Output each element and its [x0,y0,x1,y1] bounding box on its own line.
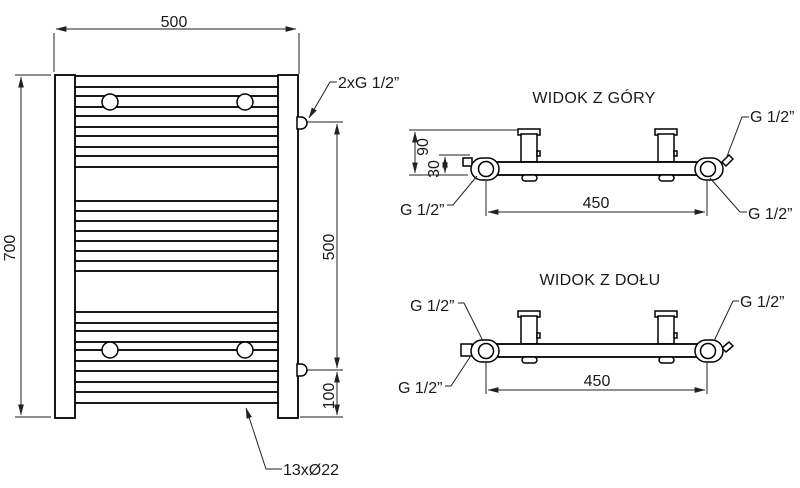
leader-g12 [458,302,484,342]
tube [73,75,281,88]
front-view: 500 700 500 100 2xG 1/2” 13xØ22 [2,14,399,479]
left-connection-circle [477,160,495,178]
tube [73,370,281,383]
bracket-screw [673,150,678,157]
bottom-view-title: WIDOK Z DOŁU [540,272,661,289]
tube [73,155,281,168]
g12-label-right-top: G 1/2” [750,109,794,126]
connections-label: 2xG 1/2” [338,75,399,92]
left-collector [54,74,76,419]
dim-height-label: 700 [2,235,19,262]
top-connection-fitting [296,116,308,130]
tube [73,311,281,324]
tube [73,391,281,404]
dim-offset-label: 30 [426,160,443,178]
tube [73,115,281,128]
right-connection-circle [699,342,717,360]
tube [73,220,281,232]
dim-width-label: 500 [161,14,188,31]
bracket-circle [101,341,119,359]
bracket-circle [101,93,119,111]
dim-bottom-offset-label: 100 [321,383,338,410]
tube [73,260,281,272]
bracket-screw [536,150,541,157]
dim-connections-label: 500 [321,234,338,261]
leader-g12 [709,177,747,213]
bracket-foot [521,174,538,182]
bracket-circle [236,93,254,111]
bracket-body [657,133,675,163]
bracket-screw [536,332,541,339]
bracket-body [657,315,675,345]
bracket-foot [521,356,538,364]
g12-label-right-top: G 1/2” [740,294,784,311]
collector-bar [487,161,707,176]
tube [73,135,281,148]
leader-tubes [245,407,282,470]
fitting-nub [462,157,473,167]
tube [73,240,281,252]
g12-label-right-bottom: G 1/2” [748,206,792,223]
g12-label-left-bottom: G 1/2” [400,202,444,219]
bracket-screw [673,332,678,339]
dim-spacing-label: 450 [583,195,610,212]
leader-g12 [725,116,749,160]
leader-connections [308,81,337,119]
dim-spacing-label: 450 [584,373,611,390]
dim-depth-label: 90 [415,138,432,156]
g12-label-left-top: G 1/2” [410,298,454,315]
collector-bar [487,343,707,358]
fitting-nub [720,340,735,354]
bracket-foot [658,174,675,182]
leader-g12 [445,356,471,387]
leader-g12 [713,300,739,342]
leader-g12 [447,175,478,206]
right-connection-circle [699,160,717,178]
bracket-circle [236,341,254,359]
g12-label-left-bottom: G 1/2” [398,380,442,397]
tube [73,330,281,343]
fitting-nub [720,153,735,168]
bracket-body [520,133,538,163]
left-connection-circle [477,342,495,360]
bracket-foot [658,356,675,364]
bracket-body [520,315,538,345]
bottom-view: WIDOK Z DOŁU 450 G 1/2” G 1/2” G 1/2” [398,272,784,397]
right-collector [277,74,299,419]
tubes-label: 13xØ22 [283,462,339,479]
bottom-connection-fitting [296,363,308,377]
top-view: WIDOK Z GÓRY 90 30 450 [400,88,794,223]
tube [73,200,281,212]
top-view-title: WIDOK Z GÓRY [532,88,655,107]
